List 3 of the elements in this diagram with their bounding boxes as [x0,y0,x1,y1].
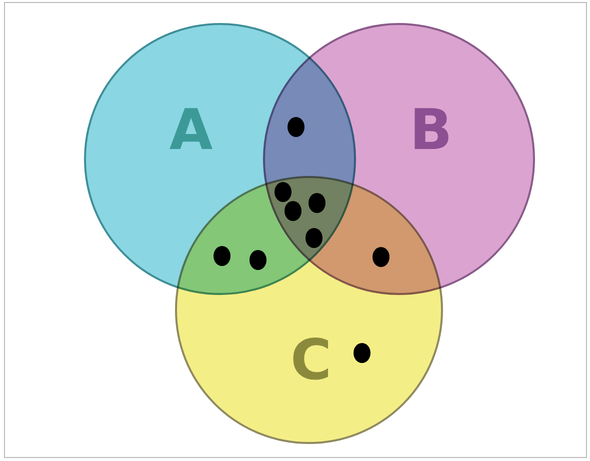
set-label: C [290,333,332,389]
set-label: B [410,103,452,159]
set-label: A [169,103,213,159]
